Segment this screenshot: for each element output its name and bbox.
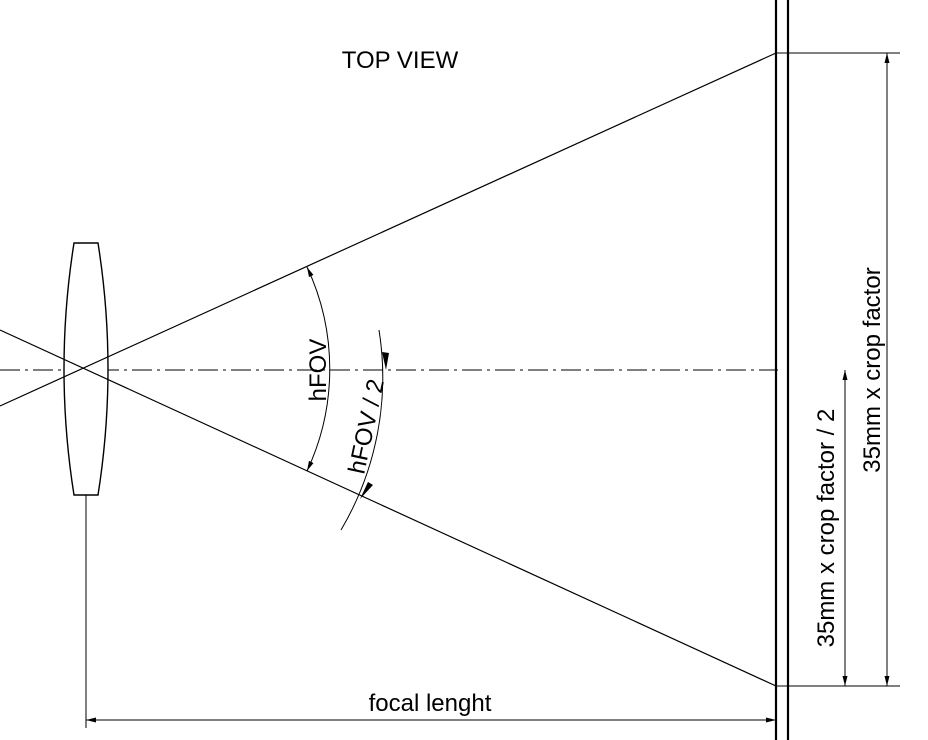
sensor-width-label: 35mm x crop factor bbox=[859, 267, 886, 472]
focal-length-label: focal lenght bbox=[369, 690, 492, 717]
hfov-label: hFOV bbox=[305, 339, 332, 402]
diagram-title: TOP VIEW bbox=[342, 47, 459, 74]
half-sensor-width-label: 35mm x crop factor / 2 bbox=[813, 409, 840, 648]
half-hfov-arrowhead-bottom bbox=[360, 482, 373, 499]
hfov-arc bbox=[306, 266, 331, 472]
half-hfov-arrowhead-top bbox=[382, 352, 389, 370]
half-hfov-label: hFOV / 2 bbox=[343, 377, 389, 477]
lower-ray bbox=[0, 329, 777, 687]
upper-ray bbox=[0, 52, 777, 407]
half-hfov-arc bbox=[340, 329, 384, 531]
